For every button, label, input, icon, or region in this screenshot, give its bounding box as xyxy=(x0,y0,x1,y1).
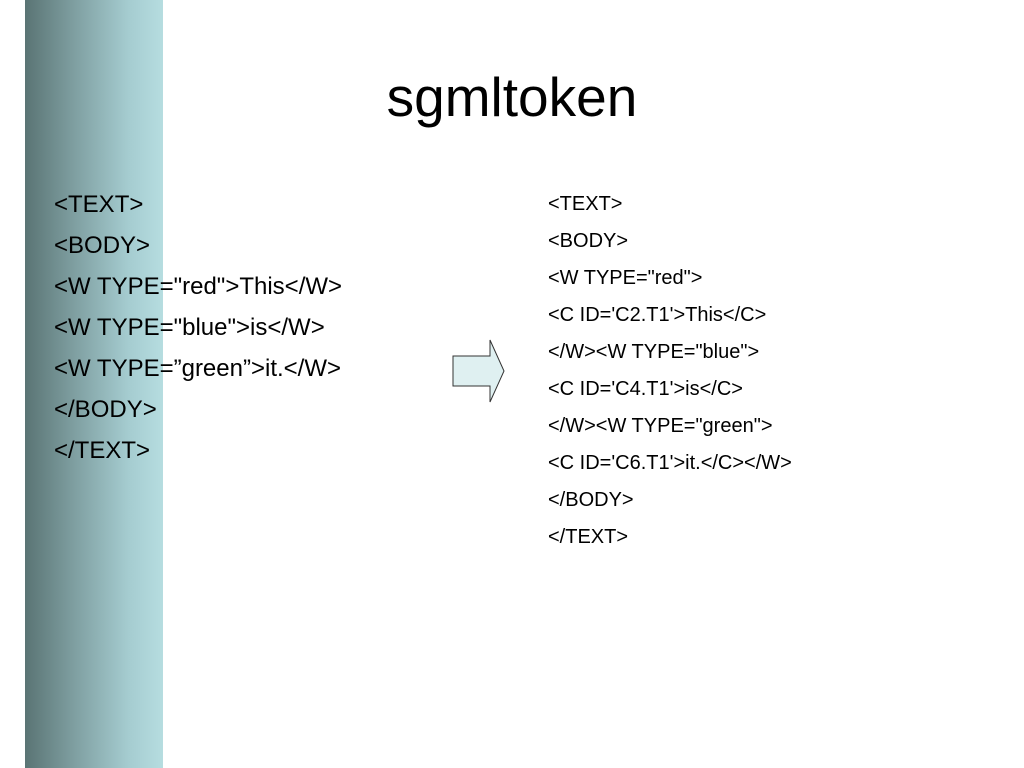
tokenized-markup-line: <TEXT> xyxy=(548,193,623,215)
original-markup-line: <W TYPE=”green”>it.</W> xyxy=(54,355,342,382)
tokenized-markup-list: <TEXT> <BODY> <W TYPE="red"> <C ID='C2.T… xyxy=(548,186,792,556)
tokenized-markup-line: </BODY> xyxy=(548,489,634,511)
right-arrow-icon xyxy=(452,339,505,403)
tokenized-markup-line: <C ID='C4.T1'>is</C> xyxy=(548,378,743,400)
tokenized-markup-line: <W TYPE="red"> xyxy=(548,267,703,289)
tokenized-markup-line: </W><W TYPE="green"> xyxy=(548,415,773,437)
tokenized-markup-line: <C ID='C6.T1'>it.</C></W> xyxy=(548,452,792,474)
slide-title: sgmltoken xyxy=(386,66,638,128)
original-markup-line: <W TYPE="blue">is</W> xyxy=(54,314,325,341)
tokenized-markup-line: <C ID='C2.T1'>This</C> xyxy=(548,304,767,326)
decorative-side-band xyxy=(25,0,163,768)
tokenized-markup-line: </TEXT> xyxy=(548,526,629,548)
original-markup-line: </TEXT> xyxy=(54,437,151,464)
original-markup-list: <TEXT> <BODY> <W TYPE="red">This</W> <W … xyxy=(54,184,342,471)
original-markup-line: <W TYPE="red">This</W> xyxy=(54,273,343,300)
tokenized-markup-line: </W><W TYPE="blue"> xyxy=(548,341,760,363)
tokenized-markup-line: <BODY> xyxy=(548,230,629,252)
original-markup-line: <TEXT> xyxy=(54,191,144,218)
original-markup-line: </BODY> xyxy=(54,396,157,423)
original-markup-line: <BODY> xyxy=(54,232,151,259)
